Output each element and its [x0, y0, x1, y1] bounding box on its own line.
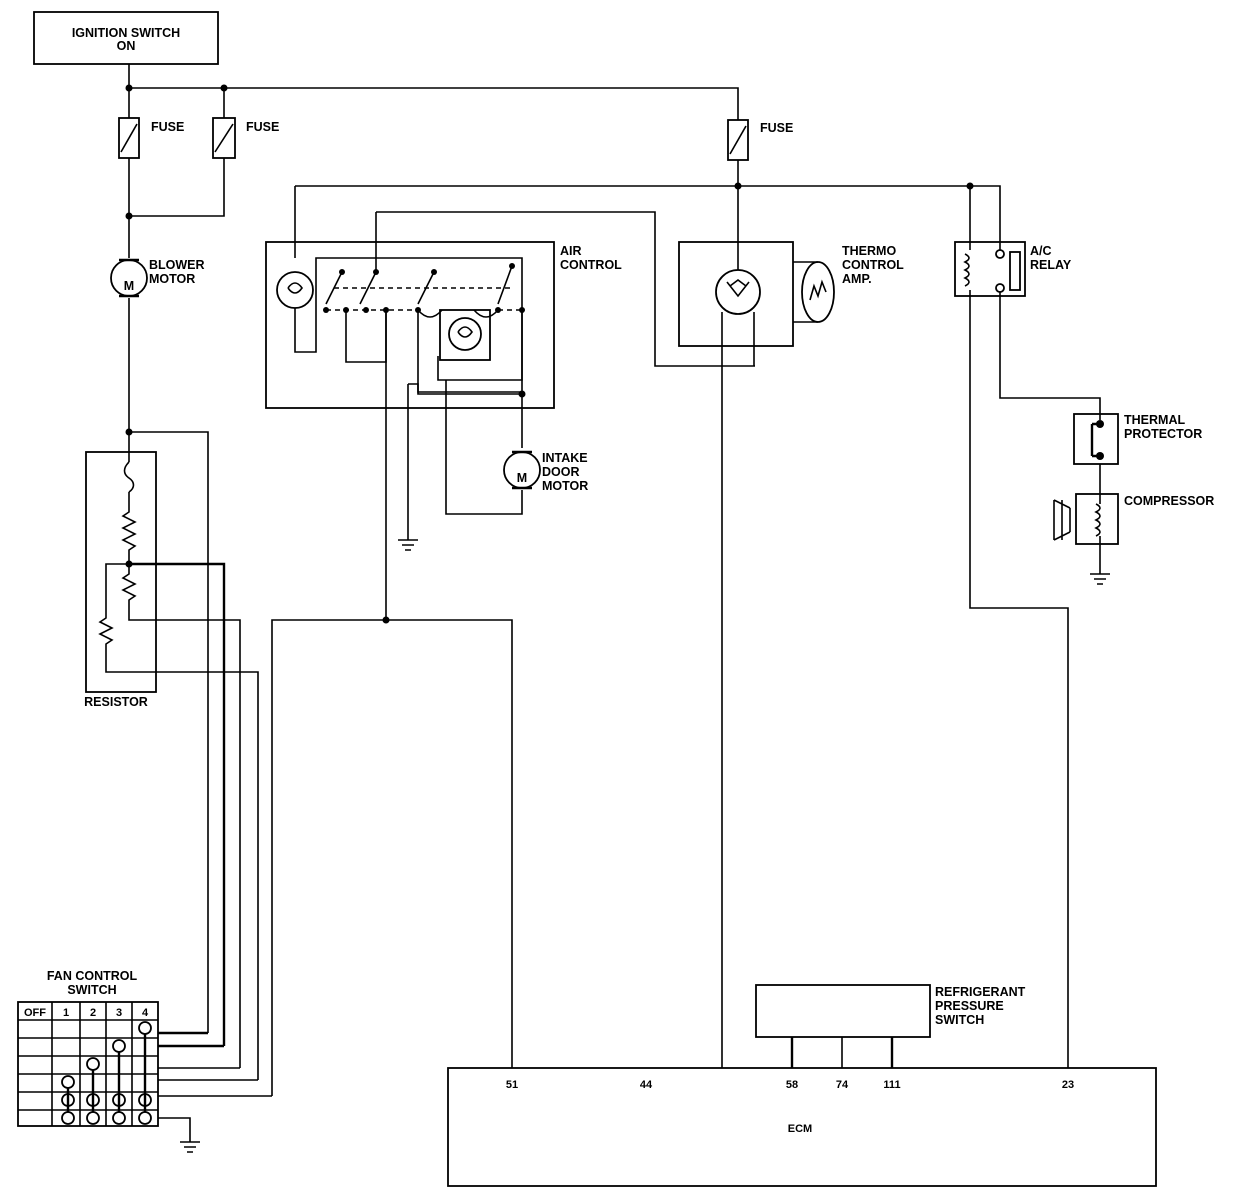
refrigerant-label-line3: SWITCH: [935, 1013, 984, 1027]
compressor-label: COMPRESSOR: [1124, 494, 1214, 508]
fan-switch-label-line2: SWITCH: [67, 983, 116, 997]
fuse-label-2: FUSE: [246, 120, 279, 134]
air-control-label-line1: AIR: [560, 244, 582, 258]
ignition-label-line2: ON: [117, 39, 136, 53]
blower-motor-symbol: M: [124, 279, 134, 293]
intake-motor-symbol: M: [517, 471, 527, 485]
thermo-label-line2: CONTROL: [842, 258, 904, 272]
resistor: RESISTOR: [84, 431, 259, 1080]
ignition-switch: IGNITION SWITCH ON: [33, 11, 219, 65]
fuse-label-1: FUSE: [151, 120, 184, 134]
compressor: COMPRESSOR: [1053, 493, 1214, 585]
fuse-left: FUSE: [118, 88, 184, 216]
thermo-label-line1: THERMO: [842, 244, 896, 258]
intake-label-line1: INTAKE: [542, 451, 588, 465]
ecm-pin-58: 58: [786, 1079, 798, 1091]
fan-switch-header-2: 2: [90, 1007, 96, 1019]
air-control: AIR CONTROL: [265, 211, 755, 620]
fan-switch-header-1: 1: [63, 1007, 69, 1019]
ecm-pin-74: 74: [836, 1079, 849, 1091]
refrigerant-label-line2: PRESSURE: [935, 999, 1004, 1013]
intake-label-line2: DOOR: [542, 465, 580, 479]
intake-label-line3: MOTOR: [542, 479, 588, 493]
blower-motor: M BLOWER MOTOR: [110, 216, 205, 436]
power-bus: [125, 64, 739, 120]
fuse-label-3: FUSE: [760, 121, 793, 135]
fuse-middle: FUSE: [125, 117, 279, 220]
thermal-label-line1: THERMAL: [1124, 413, 1185, 427]
thermal-label-line2: PROTECTOR: [1124, 427, 1202, 441]
intake-door-motor: M INTAKE DOOR MOTOR: [503, 450, 588, 493]
refrigerant-label-line1: REFRIGERANT: [935, 985, 1026, 999]
ac-relay-label-line2: RELAY: [1030, 258, 1072, 272]
thermo-control-amp: THERMO CONTROL AMP.: [678, 186, 904, 1068]
ecm-wire-51: [271, 616, 513, 1096]
ecm: 51 44 58 74 111 23 ECM: [447, 1067, 1157, 1187]
ecm-pin-44: 44: [640, 1079, 653, 1091]
air-control-label-line2: CONTROL: [560, 258, 622, 272]
ignition-label-line1: IGNITION SWITCH: [72, 26, 180, 40]
fan-switch-label-line1: FAN CONTROL: [47, 969, 138, 983]
ac-relay: A/C RELAY: [954, 186, 1101, 1068]
thermal-protector: THERMAL PROTECTOR: [1073, 413, 1202, 498]
fan-switch-header-3: 3: [116, 1007, 122, 1019]
refrigerant-pressure-switch: REFRIGERANT PRESSURE SWITCH: [755, 984, 1026, 1068]
ecm-pin-51: 51: [506, 1079, 518, 1091]
thermo-label-line3: AMP.: [842, 272, 872, 286]
ecm-label: ECM: [788, 1123, 812, 1135]
ecm-pin-111: 111: [883, 1079, 900, 1091]
bus-186: [295, 185, 1001, 250]
ac-relay-label-line1: A/C: [1030, 244, 1052, 258]
resistor-label: RESISTOR: [84, 695, 148, 709]
blower-label-line1: BLOWER: [149, 258, 205, 272]
fuse-right: FUSE: [727, 119, 793, 190]
fan-switch-header-4: 4: [142, 1007, 149, 1019]
ecm-pin-23: 23: [1062, 1079, 1074, 1091]
fan-switch-header-off: OFF: [24, 1007, 46, 1019]
fan-control-switch: FAN CONTROL SWITCH OFF 1 2 3 4: [17, 969, 272, 1153]
blower-label-line2: MOTOR: [149, 272, 195, 286]
